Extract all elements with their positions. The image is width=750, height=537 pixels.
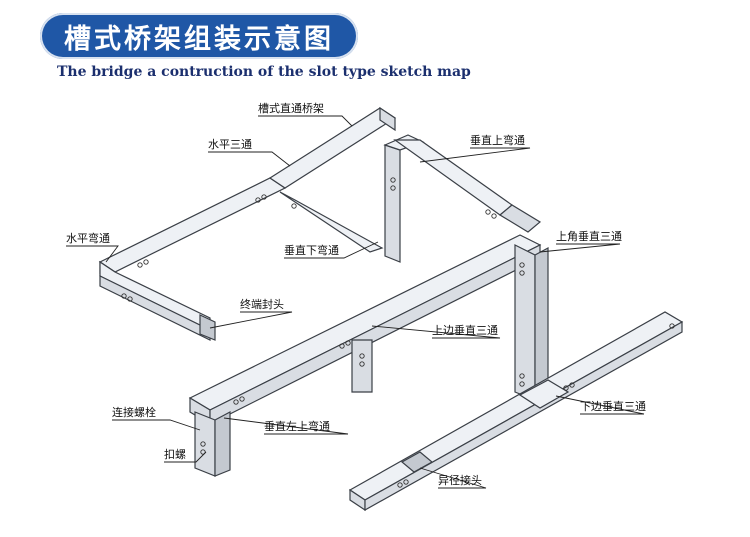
leader-line	[539, 243, 621, 253]
straight-tray-end	[379, 106, 396, 132]
vertical-riser-front	[384, 144, 401, 263]
hole-shape	[359, 353, 365, 359]
hole-shape	[200, 441, 206, 447]
leader-line	[209, 311, 293, 329]
leader-line	[284, 241, 379, 259]
hole-shape	[261, 194, 267, 200]
right-riser-side	[534, 246, 549, 401]
lower-tray-run	[348, 311, 684, 512]
vertical-up-bend-top	[393, 139, 513, 216]
title-badge: 槽式桥架组装示意图	[40, 13, 358, 59]
hole-shape	[485, 209, 491, 215]
hole-shape	[491, 213, 497, 219]
label-lower-edge-vertical-tee: 下边垂直三通	[580, 399, 646, 413]
hole-shape	[563, 385, 569, 391]
hole-shape	[233, 399, 239, 405]
label-horizontal-bend: 水平弯通	[66, 231, 110, 245]
hole-shape	[519, 270, 525, 276]
label-vertical-up-bend: 垂直上弯通	[470, 133, 525, 147]
leader-line	[419, 467, 487, 489]
right-riser-assembly	[514, 244, 549, 401]
leader-line	[208, 151, 291, 167]
end-cap-shape	[199, 314, 216, 341]
leader-line	[419, 147, 531, 163]
leader-line	[66, 245, 119, 263]
upper-straight-left-top	[98, 177, 287, 273]
horizontal-bend-top	[99, 260, 211, 331]
lower-edge-tee-top	[518, 379, 570, 409]
leader-line	[555, 395, 645, 415]
hole-shape	[137, 262, 143, 268]
label-upper-edge-vertical-tee: 上边垂直三通	[432, 323, 498, 337]
hole-shape	[519, 381, 525, 387]
hole-shape	[519, 262, 525, 268]
label-vertical-down-bend: 垂直下弯通	[284, 243, 339, 257]
main-tray-run	[188, 234, 542, 477]
label-vertical-left-up-bend: 垂直左上弯通	[264, 419, 330, 433]
part-labels: 槽式直通桥架 水平三通 垂直上弯通 水平弯通 垂直下弯通 上角垂直三通 终端封头…	[66, 101, 646, 487]
hole-shape	[339, 343, 345, 349]
hole-shape	[127, 296, 133, 302]
label-upper-corner-vertical-tee: 上角垂直三通	[556, 229, 622, 243]
upper-tray-assembly	[98, 106, 542, 341]
label-clip-nut: 扣螺	[164, 447, 186, 461]
hole-shape	[359, 361, 365, 367]
hole-shape	[397, 482, 403, 488]
leader-line	[112, 419, 201, 431]
hole-shape	[345, 340, 351, 346]
vertical-up-bend-side	[498, 204, 542, 233]
right-riser-front	[514, 244, 536, 401]
leader-line	[258, 115, 353, 127]
hole-shape	[239, 396, 245, 402]
label-horizontal-tee: 水平三通	[208, 138, 252, 151]
hole-shape	[390, 177, 396, 183]
hole-shape	[200, 449, 206, 455]
hole-shape	[403, 479, 409, 485]
label-end-cap: 终端封头	[240, 297, 284, 311]
leader-line	[223, 417, 349, 435]
hole-shape	[291, 203, 297, 209]
leader-lines	[66, 115, 645, 489]
label-reducer-joint: 异径接头	[438, 474, 482, 487]
hole-shape	[569, 382, 575, 388]
leader-line	[164, 451, 207, 463]
page-subtitle: The bridge a contruction of the slot typ…	[57, 64, 471, 80]
label-straight-tray: 槽式直通桥架	[258, 101, 324, 115]
hole-shape	[143, 259, 149, 265]
left-up-bend-side	[214, 411, 231, 477]
hole-shape	[519, 373, 525, 379]
hole-shape	[121, 293, 127, 299]
page-title: 槽式桥架组装示意图	[64, 23, 334, 55]
hole-shape	[255, 197, 261, 203]
label-connecting-bolt: 连接螺栓	[112, 405, 156, 419]
straight-tray-top	[268, 107, 397, 189]
tee-branch-top	[279, 191, 384, 253]
horizontal-bend-side	[99, 275, 211, 341]
reducer-shape	[400, 451, 434, 473]
hole-shape	[390, 185, 396, 191]
lower-tray-side	[364, 320, 683, 512]
hole-shape	[669, 323, 675, 329]
leader-line	[371, 325, 501, 339]
